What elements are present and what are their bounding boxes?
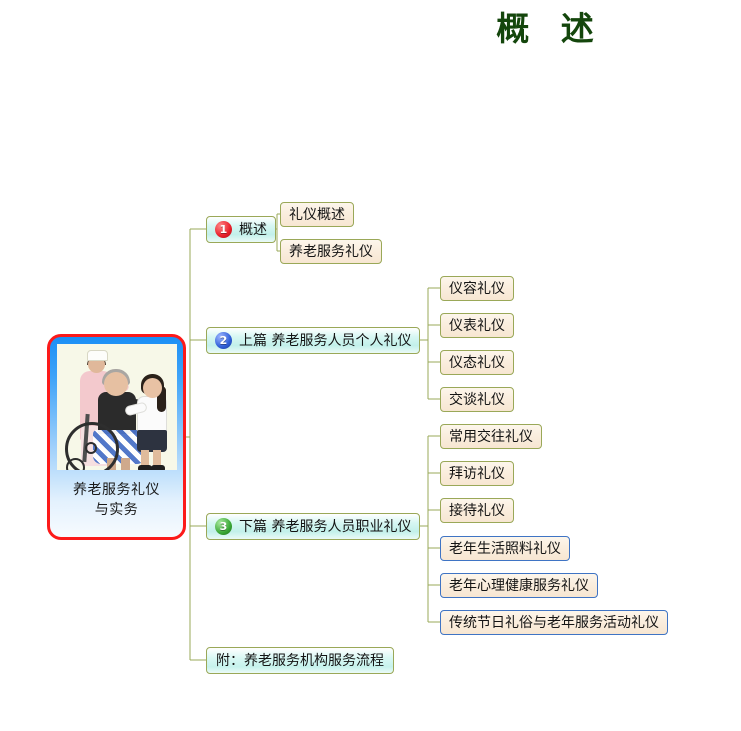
leaf-label-3-4: 老年生活照料礼仪: [449, 540, 561, 557]
leaf-label-1-1: 礼仪概述: [289, 206, 345, 223]
leaf-label-3-6: 传统节日礼俗与老年服务活动礼仪: [449, 614, 659, 631]
page-title: 概 述: [496, 9, 604, 48]
leaf-node-3-6[interactable]: 传统节日礼俗与老年服务活动礼仪: [440, 610, 668, 635]
leaf-node-1-2[interactable]: 养老服务礼仪: [280, 239, 382, 264]
leaf-node-3-1[interactable]: 常用交往礼仪: [440, 424, 542, 449]
appendix-label: 附：养老服务机构服务流程: [216, 652, 384, 669]
leaf-label-2-1: 仪容礼仪: [449, 280, 505, 297]
branch-node-3[interactable]: 3 下篇 养老服务人员职业礼仪: [206, 513, 421, 540]
leaf-node-1-1[interactable]: 礼仪概述: [280, 202, 354, 227]
leaf-node-2-4[interactable]: 交谈礼仪: [440, 387, 514, 412]
branch-node-1[interactable]: 1 概述: [206, 216, 276, 243]
leaf-node-3-2[interactable]: 拜访礼仪: [440, 461, 514, 486]
leaf-label-2-4: 交谈礼仪: [449, 391, 505, 408]
leaf-label-3-3: 接待礼仪: [449, 502, 505, 519]
branch-label-1: 概述: [239, 221, 267, 238]
leaf-node-3-5[interactable]: 老年心理健康服务礼仪: [440, 573, 598, 598]
branch-badge-1: 1: [215, 221, 232, 238]
leaf-label-3-5: 老年心理健康服务礼仪: [449, 577, 589, 594]
leaf-node-3-3[interactable]: 接待礼仪: [440, 498, 514, 523]
central-node[interactable]: 养老服务礼仪 与实务: [47, 334, 186, 540]
central-node-label: 养老服务礼仪 与实务: [73, 480, 160, 520]
central-node-image: [56, 344, 177, 470]
leaf-node-2-2[interactable]: 仪表礼仪: [440, 313, 514, 338]
leaf-label-3-1: 常用交往礼仪: [449, 428, 533, 445]
central-node-label-line1: 养老服务礼仪: [73, 482, 160, 498]
branch-badge-2: 2: [215, 332, 232, 349]
leaf-label-2-2: 仪表礼仪: [449, 317, 505, 334]
branch-label-2: 上篇 养老服务人员个人礼仪: [239, 332, 412, 349]
appendix-node[interactable]: 附：养老服务机构服务流程: [206, 647, 394, 674]
branch-badge-3: 3: [215, 518, 232, 535]
leaf-node-2-1[interactable]: 仪容礼仪: [440, 276, 514, 301]
leaf-label-1-2: 养老服务礼仪: [289, 243, 373, 260]
central-node-label-line2: 与实务: [94, 502, 139, 518]
branch-label-3: 下篇 养老服务人员职业礼仪: [239, 518, 412, 535]
leaf-node-3-4[interactable]: 老年生活照料礼仪: [440, 536, 570, 561]
leaf-label-3-2: 拜访礼仪: [449, 465, 505, 482]
branch-node-2[interactable]: 2 上篇 养老服务人员个人礼仪: [206, 327, 421, 354]
leaf-label-2-3: 仪态礼仪: [449, 354, 505, 371]
leaf-node-2-3[interactable]: 仪态礼仪: [440, 350, 514, 375]
